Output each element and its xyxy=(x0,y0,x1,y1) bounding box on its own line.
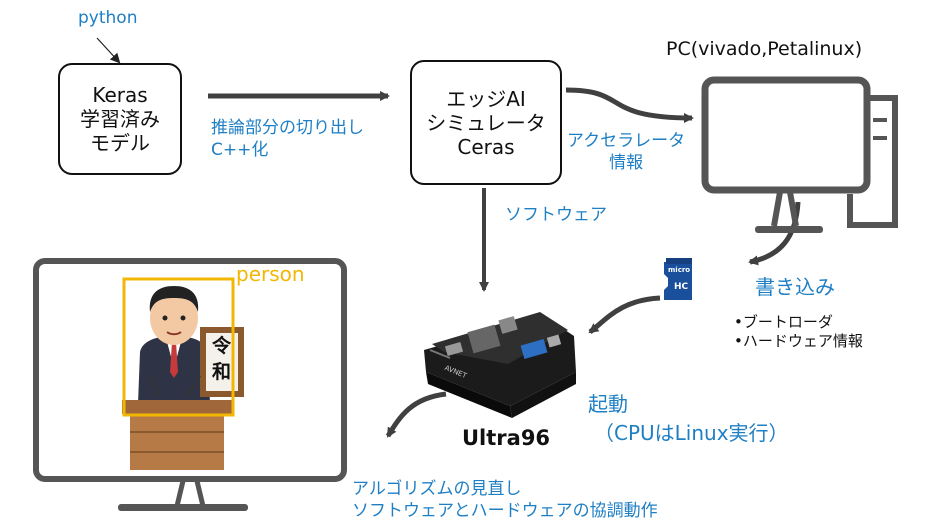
ceras-line-3: Ceras xyxy=(457,134,515,159)
write-label: 書き込み xyxy=(755,275,835,299)
bottom-note-line-1: アルゴリズムの見直し xyxy=(352,479,522,499)
sd-card-icon xyxy=(664,258,692,300)
sd-card-type: HC xyxy=(674,282,689,292)
accel-label-line-1: アクセラレータ xyxy=(567,131,686,151)
boot-label: 起動 （CPUはLinux実行） xyxy=(588,390,789,448)
write-items: •ブートローダ •ハードウェア情報 xyxy=(734,313,863,351)
ceras-line-2: シミュレータ xyxy=(426,110,546,135)
ultra96-label: Ultra96 xyxy=(462,426,551,450)
person-label: person xyxy=(236,262,305,286)
keras-model-box: Keras 学習済み モデル xyxy=(58,63,182,175)
sign-char-2: 和 xyxy=(212,361,232,383)
pc-icon xyxy=(701,76,898,233)
software-label: ソフトウェア xyxy=(505,205,607,225)
write-item-bootloader: •ブートローダ xyxy=(734,313,833,331)
sd-to-board-arrow xyxy=(588,295,661,334)
extract-label-line-2: C++化 xyxy=(211,140,269,161)
ceras-line-1: エッジAI xyxy=(446,86,526,111)
bottom-note-line-2: ソフトウェアとハードウェアの協調動作 xyxy=(352,501,658,522)
write-arrow xyxy=(748,201,801,266)
sign-char-1: 令 xyxy=(212,335,232,357)
detection-box xyxy=(122,277,235,417)
extract-label-line-1: 推論部分の切り出し xyxy=(211,118,364,138)
accel-label: アクセラレータ 情報 xyxy=(567,130,685,174)
bottom-note: アルゴリズムの見直し ソフトウェアとハードウェアの協調動作 xyxy=(352,478,658,522)
person-illustration xyxy=(122,286,244,470)
keras-line-1: Keras xyxy=(92,83,148,107)
monitor-icon xyxy=(33,258,347,511)
extract-label: 推論部分の切り出し C++化 xyxy=(211,117,364,161)
ultra96-board-icon xyxy=(424,312,576,418)
accel-label-line-2: 情報 xyxy=(609,153,644,174)
python-label: python xyxy=(78,8,138,28)
accel-arrow xyxy=(565,87,694,123)
pc-label: PC(vivado,Petalinux) xyxy=(666,38,863,60)
boot-label-line-1: 起動 xyxy=(588,392,628,416)
python-arrow xyxy=(96,37,121,64)
boot-label-line-2: （CPUはLinux実行） xyxy=(594,421,789,445)
feedback-arrow xyxy=(385,391,447,438)
sd-card-brand: micro xyxy=(668,266,691,274)
keras-line-3: モデル xyxy=(90,131,150,155)
keras-line-2: 学習済み xyxy=(80,107,160,131)
ceras-simulator-box: エッジAI シミュレータ Ceras xyxy=(410,60,562,185)
write-item-hardware-info: •ハードウェア情報 xyxy=(734,331,863,350)
